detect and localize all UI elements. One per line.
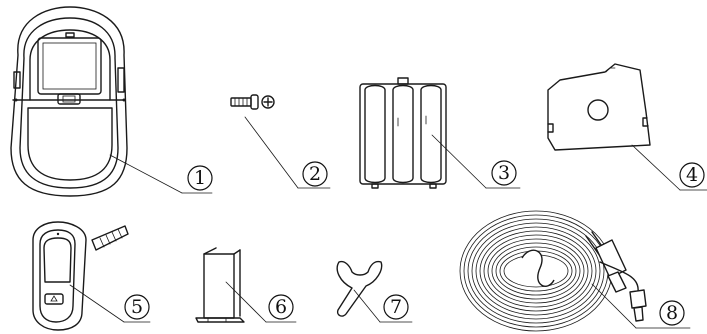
callout-number: 5 bbox=[131, 296, 143, 318]
callout-7: 7 bbox=[384, 295, 408, 319]
callout-1: 1 bbox=[188, 166, 212, 190]
part-door-viewer-monitor bbox=[11, 7, 212, 196]
callout-3: 3 bbox=[492, 161, 516, 185]
callout-number: 8 bbox=[666, 302, 678, 324]
part-battery-pack bbox=[360, 78, 520, 188]
callout-number: 4 bbox=[686, 164, 698, 186]
callout-number: 1 bbox=[194, 167, 206, 189]
callout-8: 8 bbox=[660, 301, 684, 325]
callout-6: 6 bbox=[269, 295, 293, 319]
callout-number: 7 bbox=[390, 296, 402, 318]
callout-5: 5 bbox=[125, 295, 149, 319]
callout-2: 2 bbox=[303, 162, 327, 186]
part-usb-cable bbox=[460, 211, 690, 331]
callout-4: 4 bbox=[680, 163, 704, 187]
callout-number: 3 bbox=[498, 162, 510, 184]
callout-number: 6 bbox=[275, 296, 287, 318]
part-mounting-plate bbox=[548, 64, 707, 190]
callout-number: 2 bbox=[309, 163, 321, 185]
